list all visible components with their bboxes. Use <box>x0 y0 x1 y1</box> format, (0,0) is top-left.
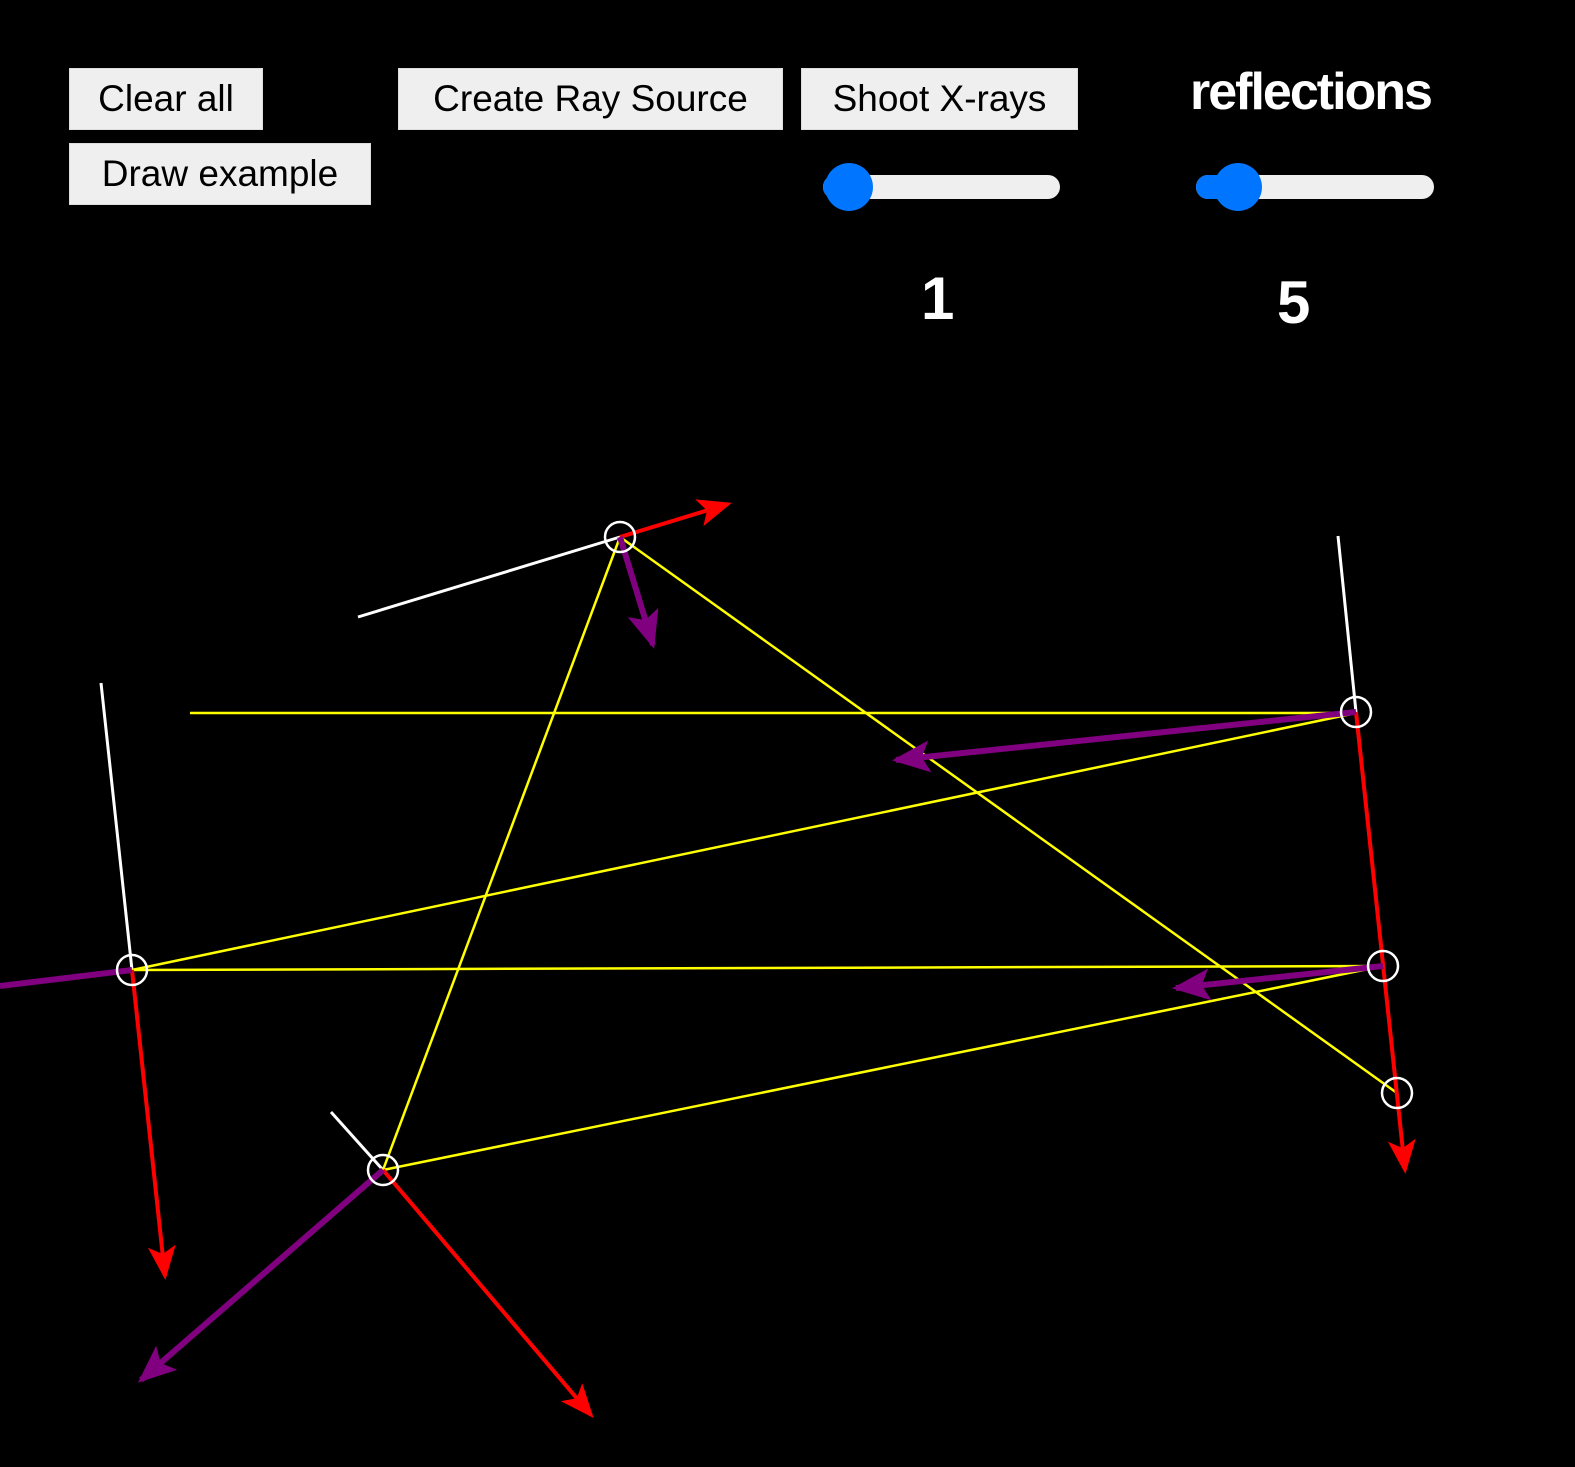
reflection-points <box>115 520 1414 1187</box>
reflections-slider-thumb[interactable] <box>1214 163 1262 211</box>
mirror-segment[interactable] <box>357 535 621 619</box>
ray-segment <box>382 964 1384 1172</box>
tangent-arrow-icon <box>130 969 176 1280</box>
mirrors <box>99 535 1358 1172</box>
mirror-segment[interactable] <box>99 682 134 971</box>
ray-segment <box>619 535 1398 1095</box>
create-ray-source-button[interactable]: Create Ray Source <box>398 68 783 130</box>
normal-arrows <box>0 536 1384 1383</box>
reflection-point-icon[interactable] <box>366 1153 400 1187</box>
tangent-arrow-icon <box>381 1168 594 1419</box>
reflections-heading: reflections <box>1190 63 1433 121</box>
reflection-point-icon[interactable] <box>1339 695 1373 729</box>
reflection-point-icon[interactable] <box>1366 949 1400 983</box>
reflections-slider[interactable] <box>1196 163 1434 211</box>
normal-arrow-icon <box>1172 963 1384 1001</box>
ray-segment <box>131 711 1357 972</box>
normal-arrow-icon <box>0 967 133 989</box>
ray-paths <box>131 535 1398 1172</box>
tangent-arrow-icon <box>619 499 732 539</box>
reflection-point-icon[interactable] <box>1380 1076 1414 1110</box>
reflection-point-icon[interactable] <box>115 953 149 987</box>
xrays-slider[interactable] <box>823 163 1060 211</box>
draw-example-button[interactable]: Draw example <box>69 143 371 205</box>
ray-segment <box>131 964 1384 972</box>
reflections-count-value: 5 <box>1277 269 1311 336</box>
ray-segment <box>381 536 622 1171</box>
shoot-xrays-button[interactable]: Shoot X-rays <box>801 68 1078 130</box>
tangent-arrows <box>130 499 1416 1419</box>
normal-arrow-icon <box>892 709 1357 773</box>
reflection-point-icon[interactable] <box>603 520 637 554</box>
xrays-count-value: 1 <box>921 265 955 332</box>
clear-all-button[interactable]: Clear all <box>69 68 263 130</box>
mirror-segment[interactable] <box>329 1110 385 1172</box>
xrays-slider-thumb[interactable] <box>825 163 873 211</box>
normal-arrow-icon <box>617 536 659 649</box>
tangent-arrow-icon <box>1354 711 1416 1174</box>
mirror-segment[interactable] <box>1336 535 1358 713</box>
normal-arrow-icon <box>137 1167 385 1383</box>
